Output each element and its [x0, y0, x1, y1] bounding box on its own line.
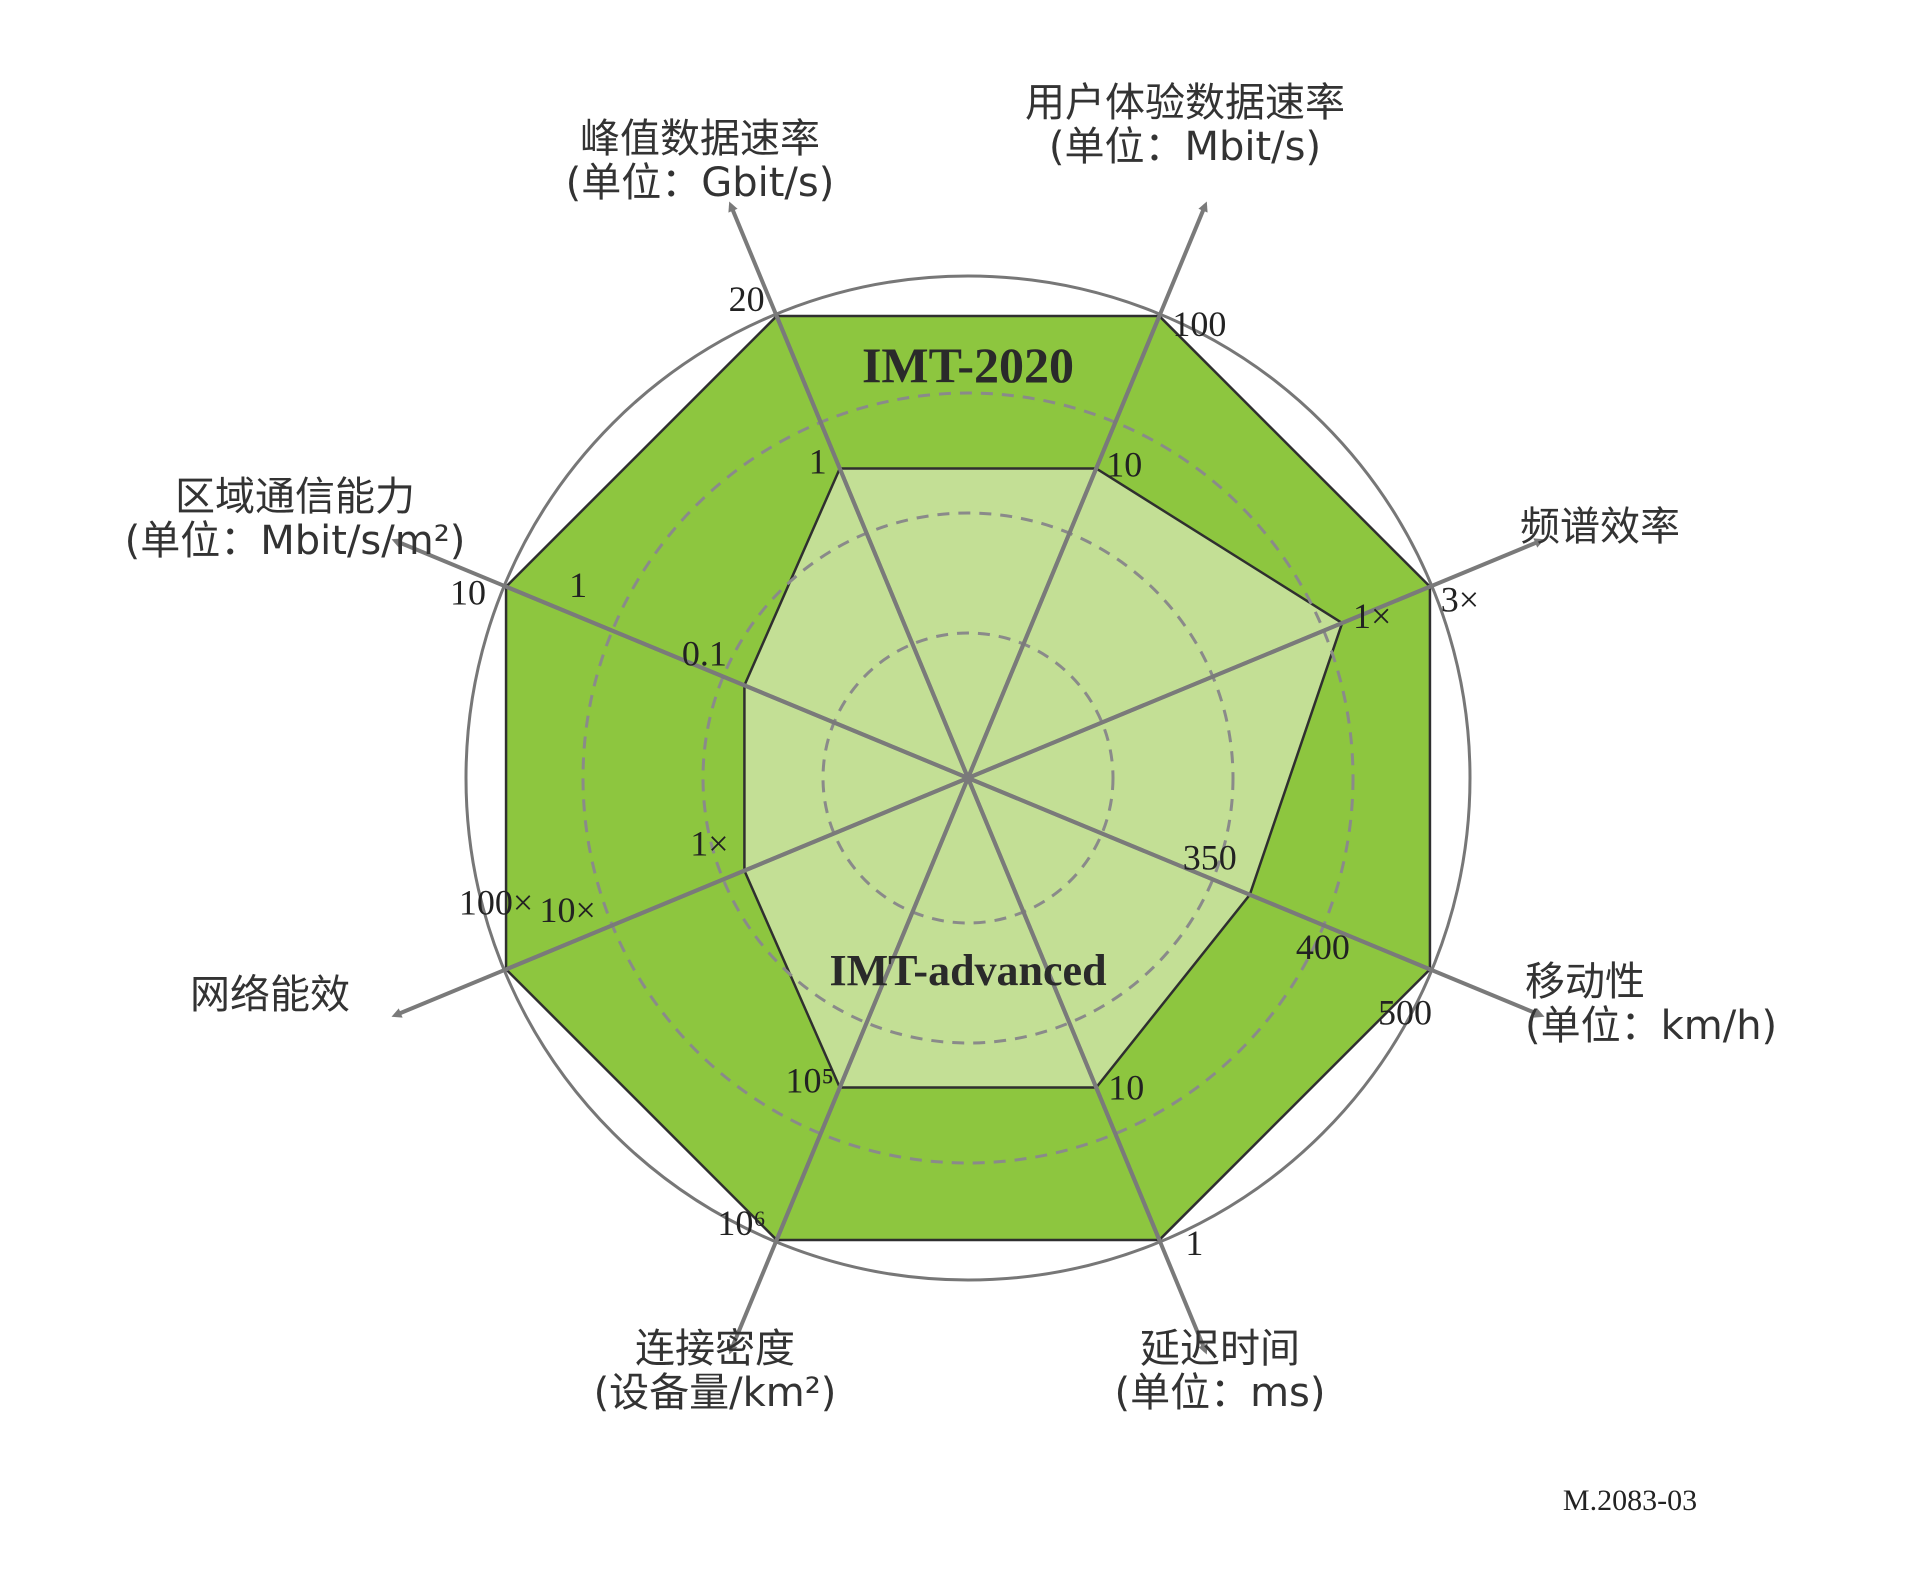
axis-unit-user_rate: (单位：Mbit/s): [1049, 124, 1321, 170]
grid-ring-2: [701, 511, 1235, 1045]
tick-imt-2020-latency: 1: [1185, 1223, 1203, 1263]
axis-label-area_traffic: 区域通信能力: [175, 474, 415, 520]
axis-line-area_traffic: [391, 538, 1431, 972]
axis-unit-peak_rate: (单位：Gbit/s): [566, 160, 835, 206]
figure-id: M.2083-03: [1563, 1484, 1697, 1517]
axis-label-latency: 延迟时间: [1140, 1326, 1300, 1372]
tick-imt-advanced-conn_density: 10⁵: [786, 1060, 835, 1100]
axis-label-mobility: 移动性: [1525, 959, 1645, 1005]
tick-imt-2020-area_traffic: 10: [450, 573, 486, 613]
axis-unit-conn_density: (设备量/km²): [594, 1370, 837, 1416]
tick-imt-2020-conn_density: 10⁶: [717, 1203, 766, 1243]
grid-ring-3: [581, 391, 1355, 1165]
tick-imt-2020-user_rate: 100: [1172, 304, 1226, 344]
tick-labels: 20 1 100 10 3× 1× 500 350 400 1 10 10⁶ 10⁵ 100× 1× 10× 1…: [450, 279, 1479, 1263]
series-label-imt-advanced: IMT-advanced: [829, 946, 1106, 995]
tick-imt-advanced-net_energy: 1×: [690, 824, 728, 864]
tick-imt-advanced-latency: 10: [1108, 1067, 1144, 1107]
axis-label-user_rate: 用户体验数据速率: [1025, 80, 1345, 126]
axis-unit-area_traffic: (单位：Mbit/s/m²): [125, 518, 466, 564]
tick-mid-mobility: 400: [1296, 927, 1350, 967]
tick-imt-2020-spectrum_eff: 3×: [1441, 580, 1479, 620]
tick-mid-net_energy: 10×: [540, 890, 596, 930]
axis-line-latency: [774, 315, 1208, 1355]
axis-label-peak_rate: 峰值数据速率: [580, 116, 820, 162]
axis-unit-latency: (单位：ms): [1114, 1370, 1325, 1416]
tick-imt-advanced-user_rate: 10: [1106, 445, 1142, 485]
axis-unit-mobility: (单位：km/h): [1525, 1003, 1777, 1049]
axis-line-net_energy: [391, 584, 1431, 1018]
tick-imt-advanced-area_traffic: 0.1: [682, 633, 727, 673]
outer-circle: [464, 274, 1472, 1282]
tick-imt-advanced-mobility: 350: [1183, 838, 1237, 878]
axis-label-net_energy: 网络能效: [190, 972, 350, 1018]
tick-imt-advanced-peak_rate: 1: [809, 442, 827, 482]
tick-imt-2020-mobility: 500: [1378, 992, 1432, 1032]
series-label-imt-2020: IMT-2020: [862, 337, 1074, 393]
axis-label-conn_density: 连接密度: [635, 1326, 795, 1372]
tick-imt-2020-peak_rate: 20: [729, 279, 765, 319]
tick-imt-advanced-spectrum_eff: 1×: [1353, 596, 1391, 636]
tick-imt-2020-net_energy: 100×: [459, 882, 533, 922]
grid-ring-1: [821, 631, 1115, 925]
axis-line-conn_density: [728, 315, 1162, 1355]
outer-circle-line: [464, 274, 1472, 1282]
axis-lines: [391, 201, 1545, 1355]
axis-labels: 峰值数据速率(单位：Gbit/s) 用户体验数据速率(单位：Mbit/s) 频谱效率…: [125, 80, 1778, 1416]
axis-label-spectrum_eff: 频谱效率: [1520, 504, 1680, 550]
tick-mid-area_traffic: 1: [569, 565, 587, 605]
dashed-grid-rings: [581, 391, 1355, 1165]
